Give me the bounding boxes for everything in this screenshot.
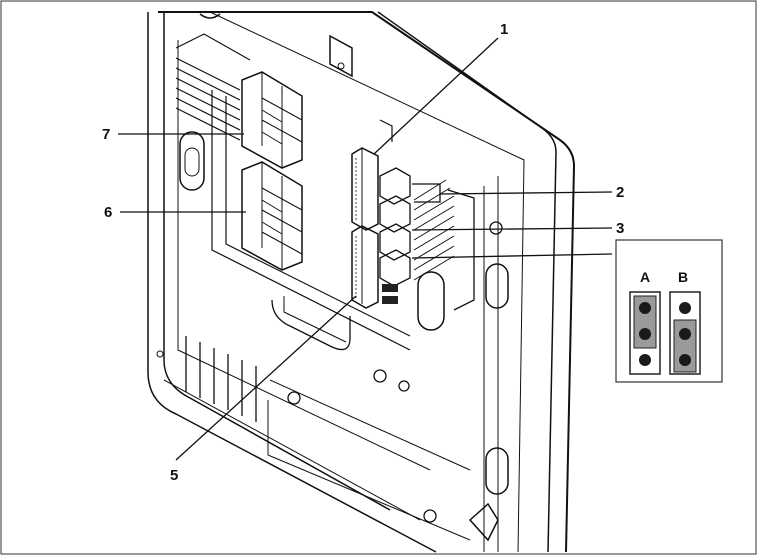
device-housing: [147, 11, 576, 553]
terminal-block-6: [241, 161, 303, 271]
jumper-a-pin-2: [639, 328, 651, 340]
callout-1: 1: [500, 21, 508, 38]
jumper-b-pin-2: [679, 328, 691, 340]
jumper-switches: [379, 167, 411, 304]
callout-leaders: [118, 37, 613, 461]
jumper-inset: A B: [615, 239, 723, 383]
jumper-a-pin-3: [639, 354, 651, 366]
jumper-a-pin-1: [639, 302, 651, 314]
callout-3: 3: [616, 220, 624, 237]
jumper-label-b: B: [678, 269, 688, 285]
callout-6: 6: [104, 204, 112, 221]
vent-fins-top: [175, 33, 251, 141]
screw-holes: [287, 221, 503, 523]
vent-fins-bottom: [156, 336, 257, 422]
terminal-block-7: [241, 71, 303, 169]
left-mounting-slot: [179, 131, 205, 191]
jumper-label-a: A: [640, 269, 650, 285]
callout-2: 2: [616, 184, 624, 201]
jumper-b-pin-3: [679, 354, 691, 366]
right-mounting-slot: [417, 263, 509, 495]
callout-7: 7: [102, 126, 110, 143]
callout-5: 5: [170, 467, 178, 484]
jumper-b-pin-1: [679, 302, 691, 314]
